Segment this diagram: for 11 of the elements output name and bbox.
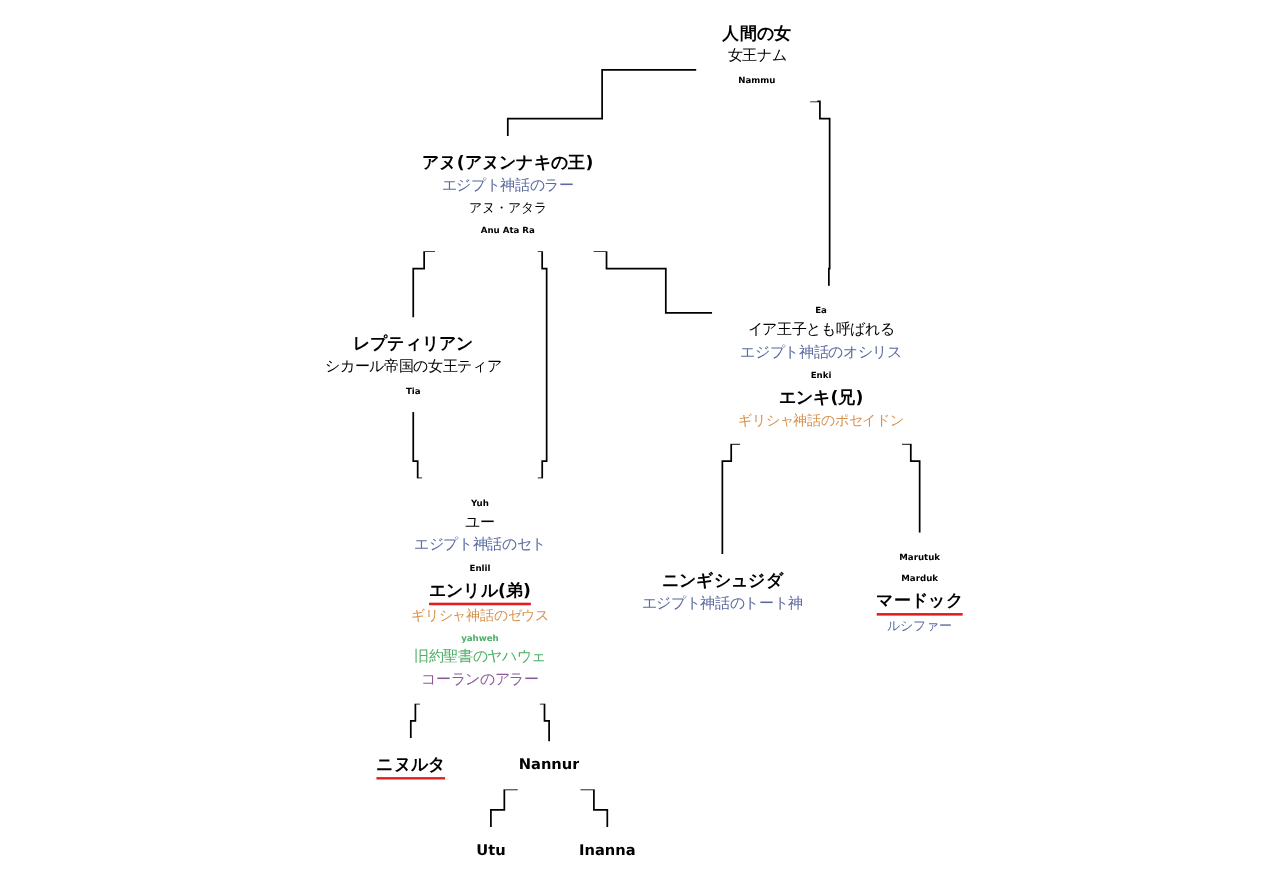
connector: [490, 788, 519, 829]
connector: [536, 250, 548, 480]
node-text: ニヌルタ: [376, 753, 446, 775]
connector: [901, 442, 921, 534]
connector: [809, 100, 831, 287]
connector: [412, 411, 423, 480]
connector: [409, 702, 421, 740]
connector: [579, 788, 609, 829]
connector: [539, 702, 550, 743]
connector: [721, 442, 741, 555]
connector: [506, 68, 698, 137]
